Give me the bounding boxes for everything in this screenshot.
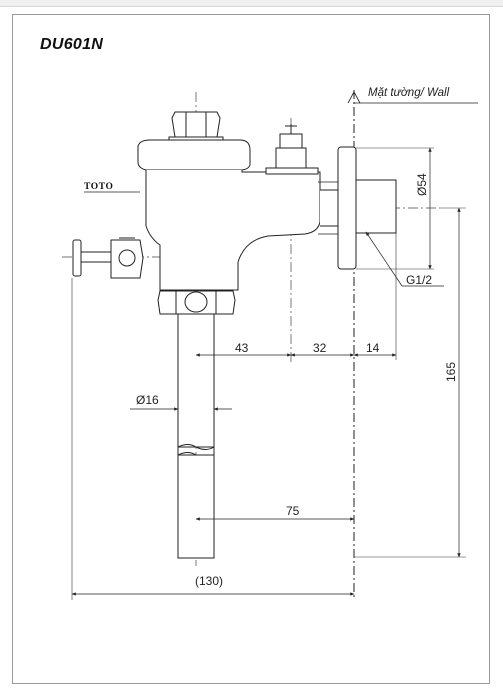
dim-43-label: 43 [235,341,249,355]
wall-label: Mặt tường/ Wall [368,87,450,99]
dim-75-label: 75 [286,504,300,518]
thread-leader [365,231,403,287]
top-toolbar-strip [0,0,503,7]
drawing-border [12,14,490,684]
model-title: DU601N [40,36,104,53]
dim-32-label: 32 [313,341,327,355]
wall-line [347,90,478,598]
flush-valve-body [137,111,344,315]
lever-handle [72,237,144,279]
dim-165-label: 165 [444,362,458,382]
wall-flange [337,146,397,270]
dim-16-label: Ø16 [136,393,159,407]
thread-label: G1/2 [406,273,432,287]
flush-pipe [177,313,215,559]
centerlines [62,92,440,566]
extension-lines [71,147,466,600]
dim-14-label: 14 [366,341,380,355]
brand-logo-text: TOTO [84,182,114,192]
dim-130-label: (130) [195,574,223,588]
dim-54-label: Ø54 [415,173,429,196]
